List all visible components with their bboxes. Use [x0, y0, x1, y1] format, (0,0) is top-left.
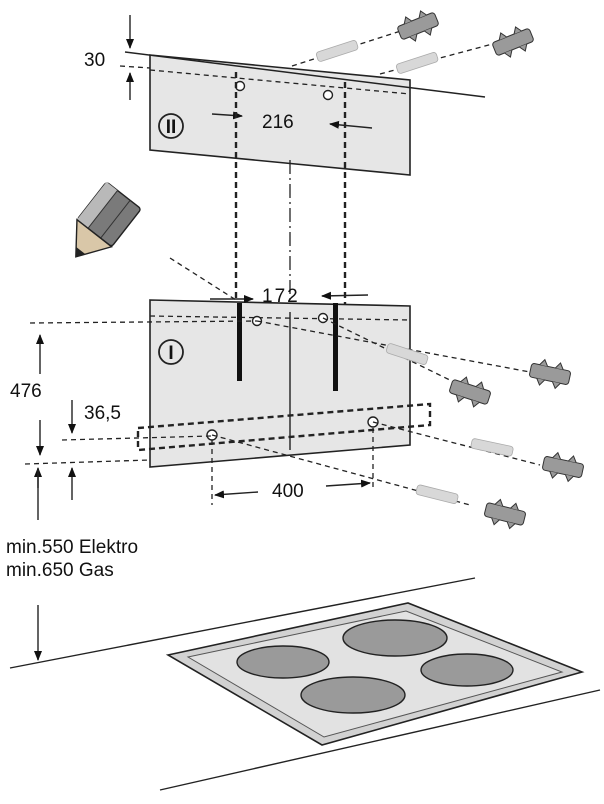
pencil-icon	[75, 181, 141, 258]
top-offset-dimension: 30	[84, 15, 151, 100]
lower-mounting-template: I	[136, 299, 432, 468]
upper-wall-plugs	[291, 10, 534, 75]
worktop	[9, 577, 601, 791]
right-marking-slot	[333, 303, 338, 391]
wall-plug-icon	[542, 451, 584, 483]
upper-spacing-value: 216	[262, 112, 294, 133]
wall-plug-icon	[484, 498, 526, 530]
lower-panel-label: I	[168, 343, 173, 364]
lower-wall-plugs	[211, 317, 584, 530]
wall-plug-icon	[449, 376, 491, 408]
min-distance-electric: min.550 Elektro	[6, 537, 139, 558]
hob-burner	[236, 645, 330, 679]
upper-mounting-template: II	[124, 51, 486, 176]
wall-plug-icon	[397, 10, 439, 42]
height-value: 476	[10, 381, 42, 402]
hob-burner	[300, 676, 406, 714]
wall-plug-icon	[529, 358, 571, 390]
left-marking-slot	[237, 303, 242, 381]
lower-spacing-dimension: 172	[210, 286, 369, 307]
top-offset-value: 30	[84, 50, 105, 71]
lower-offset-dimension: 36,5	[24, 400, 213, 500]
lower-spacing-value: 172	[262, 286, 300, 307]
bottom-spacing-value: 400	[272, 481, 304, 502]
hob-icon	[165, 602, 585, 746]
wall-plug-icon	[492, 26, 534, 58]
lower-offset-value: 36,5	[84, 403, 121, 424]
hob-burner	[342, 619, 448, 657]
upper-right-hole	[322, 89, 334, 101]
hob-burner	[420, 653, 514, 687]
height-dimension: 476	[10, 320, 258, 456]
min-distance-gas: min.650 Gas	[6, 560, 114, 581]
upper-panel-label: II	[166, 117, 177, 138]
bottom-spacing-dimension: 400	[211, 428, 374, 505]
